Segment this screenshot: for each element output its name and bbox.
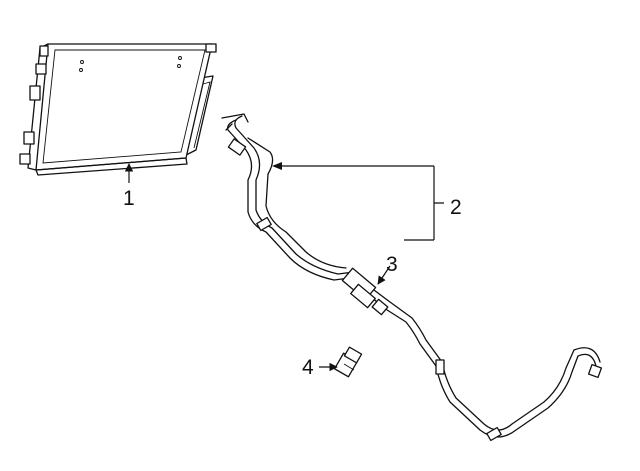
cooler-line-assembly [221,113,603,442]
callout-3: 3 [386,253,398,276]
leader-3 [377,265,391,285]
callout-2: 2 [450,196,462,219]
callout-4: 4 [302,356,314,379]
leader-2 [274,165,444,241]
pressure-switch [333,346,363,378]
oil-cooler [19,43,217,176]
callout-1: 1 [123,187,135,210]
